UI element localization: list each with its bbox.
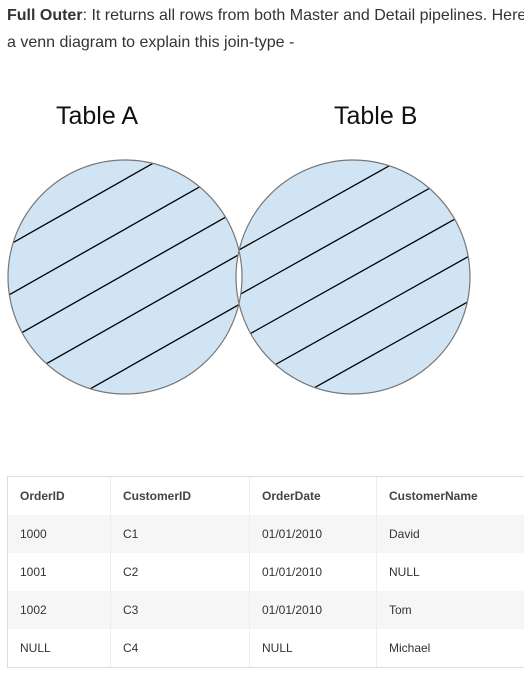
cell-customername: NULL	[376, 553, 524, 591]
cell-orderdate: 01/01/2010	[249, 553, 377, 591]
circle-b-outline	[235, 159, 471, 395]
header-row: OrderID CustomerID OrderDate CustomerNam…	[8, 477, 524, 515]
header-customername: CustomerName	[376, 477, 524, 515]
header-customerid: CustomerID	[110, 477, 250, 515]
table-row: 1000 C1 01/01/2010 David	[8, 515, 524, 553]
cell-customername: David	[376, 515, 524, 553]
intro-paragraph: Full Outer: It returns all rows from bot…	[7, 2, 524, 56]
cell-customername: Tom	[376, 591, 524, 629]
cell-orderdate: 01/01/2010	[249, 591, 377, 629]
circle-a-outline	[7, 159, 243, 395]
join-type-term: Full Outer	[7, 7, 83, 24]
cell-orderid: 1000	[8, 515, 111, 553]
intro-text-line2: a venn diagram to explain this join-type…	[7, 34, 295, 51]
cell-orderdate: NULL	[249, 629, 377, 667]
venn-diagram: Table A Table B	[7, 102, 471, 395]
table-row: 1001 C2 01/01/2010 NULL	[8, 553, 524, 591]
table-row: NULL C4 NULL Michael	[8, 629, 524, 667]
table-row: 1002 C3 01/01/2010 Tom	[8, 591, 524, 629]
result-table: OrderID CustomerID OrderDate CustomerNam…	[8, 477, 524, 667]
cell-customerid: C2	[110, 553, 250, 591]
circle-a-fill	[8, 160, 242, 394]
header-orderdate: OrderDate	[249, 477, 377, 515]
header-orderid: OrderID	[8, 477, 111, 515]
result-table-container: OrderID CustomerID OrderDate CustomerNam…	[7, 476, 524, 668]
cell-customername: Michael	[376, 629, 524, 667]
cell-customerid: C4	[110, 629, 250, 667]
hatch-lines-a	[8, 160, 242, 394]
table-b-label: Table B	[334, 102, 417, 130]
cell-orderid: 1001	[8, 553, 111, 591]
table-a-label: Table A	[56, 102, 138, 130]
cell-customerid: C3	[110, 591, 250, 629]
cell-orderid: 1002	[8, 591, 111, 629]
intro-text-line1: : It returns all rows from both Master a…	[82, 7, 524, 24]
cell-customerid: C1	[110, 515, 250, 553]
cell-orderid: NULL	[8, 629, 111, 667]
cell-orderdate: 01/01/2010	[249, 515, 377, 553]
